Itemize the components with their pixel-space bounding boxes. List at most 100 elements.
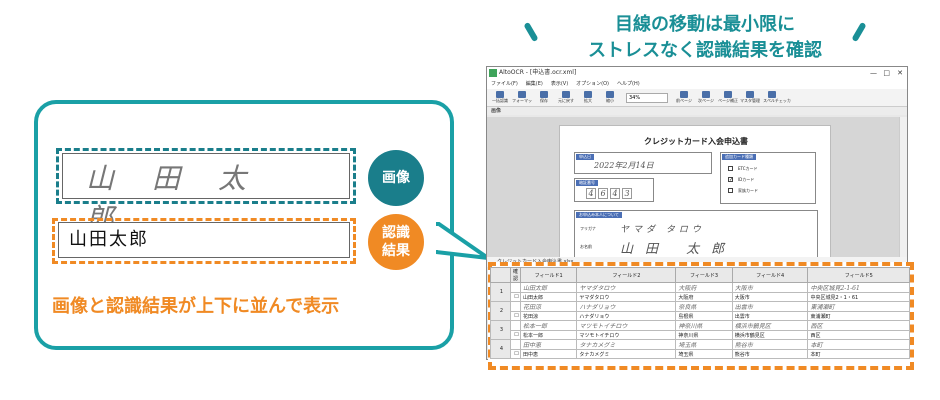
family-card-checkbox[interactable] <box>728 188 733 193</box>
grid-header-row: 確認 フィールド1 フィールド2 フィールド3 フィールド4 フィールド5 <box>490 267 910 283</box>
cell-image: 本町 <box>807 339 910 350</box>
cell-text[interactable]: 埼玉県 <box>675 349 733 359</box>
zoom-in-button[interactable]: 拡大 <box>578 90 598 106</box>
cell-text[interactable]: 松本一郎 <box>519 330 578 340</box>
menu-view[interactable]: 表示(V) <box>550 81 569 87</box>
row-index: 2 <box>490 301 511 321</box>
table-row: ☐ 山田太郎 ヤマダタロウ 大阪府 大阪市 中央区城見2・1・61 <box>491 292 910 302</box>
result-badge-line2: 結果 <box>382 243 410 259</box>
cell-text[interactable]: タナカメグミ <box>576 349 677 359</box>
cell-image: 埼玉県 <box>675 339 733 350</box>
row-checkbox[interactable]: ☐ <box>510 349 521 359</box>
name-label: お名前 <box>580 244 592 249</box>
cell-text[interactable]: 神奈川県 <box>675 330 733 340</box>
close-button[interactable]: ✕ <box>897 69 903 77</box>
date-box <box>574 152 712 174</box>
document-view: クレジットカード入会申込書 申込日 2022年2月14日 追加カード種類 ETC… <box>487 117 899 266</box>
cell-image: 東浦瀬町 <box>807 301 910 312</box>
cell-text[interactable]: 大阪市 <box>731 292 809 302</box>
pane-label: 画像 <box>487 107 907 115</box>
cell-image: 熊谷市 <box>731 339 809 350</box>
row-check-spacer <box>510 320 521 331</box>
id-card-label: IDカード <box>738 177 755 182</box>
cell-text[interactable]: 田中恵 <box>519 349 578 359</box>
pin-box <box>574 178 654 202</box>
cell-text[interactable]: 島根県 <box>675 311 733 321</box>
cell-text[interactable]: 花田涼 <box>519 311 578 321</box>
menu-help[interactable]: ヘルプ(H) <box>617 81 640 87</box>
pin-label: 暗証番号 <box>576 180 598 186</box>
table-row: 4 田中恵 タナカメグミ 埼玉県 熊谷市 本町 <box>490 339 910 359</box>
cell-text[interactable]: 山田太郎 <box>519 292 578 302</box>
zoom-select[interactable]: 34% <box>626 92 668 103</box>
undo-button[interactable]: 元に戻す <box>556 90 576 106</box>
spell-checker-button[interactable]: スペルチェッカー <box>762 90 792 125</box>
save-button[interactable]: 保存 <box>534 90 554 106</box>
cell-image: 奈良県 <box>675 301 733 312</box>
etc-card-checkbox[interactable] <box>728 166 733 171</box>
maximize-button[interactable]: □ <box>883 69 890 77</box>
cell-image: 出雲市 <box>731 301 809 312</box>
image-highlight-frame <box>56 148 356 204</box>
menu-edit[interactable]: 編集(E) <box>525 81 543 87</box>
format-button[interactable]: フォーマット <box>512 90 532 125</box>
menu-options[interactable]: オプション(O) <box>576 81 610 87</box>
grid-header-index <box>490 267 511 283</box>
cell-image: 大阪市 <box>731 282 809 293</box>
pin-digit-1: 4 <box>586 188 596 199</box>
handwritten-image <box>62 153 350 199</box>
slogan-line1: 目線の移動は最小限に <box>615 14 795 35</box>
grid-header-field4[interactable]: フィールド4 <box>731 267 809 283</box>
applicant-label: お申込み本人について <box>576 212 622 218</box>
next-page-button[interactable]: 次ページ <box>696 90 716 106</box>
cell-text[interactable]: マツモトイチロウ <box>576 330 677 340</box>
cell-image: マツモトイチロウ <box>576 320 677 331</box>
window-title: AltoOCR - [申込書.ocr.xml] <box>499 69 577 76</box>
form-page: クレジットカード入会申込書 申込日 2022年2月14日 追加カード種類 ETC… <box>559 125 831 266</box>
cell-text[interactable]: 東浦瀬町 <box>807 311 910 321</box>
table-row: 3 松本一郎 マツモトイチロウ 神奈川県 横浜市鶴見区 西区 <box>490 320 910 340</box>
pin-digit-4: 3 <box>622 188 632 199</box>
cell-image: 大阪府 <box>675 282 733 293</box>
table-row: 1 山田太郎 ヤマダタロウ 大阪府 大阪市 中央区城見2-1-61 <box>490 282 910 302</box>
row-checkbox[interactable]: ☐ <box>510 330 521 340</box>
cell-image: 花田涼 <box>519 301 578 312</box>
cell-text[interactable]: 中央区城見2・1・61 <box>807 292 910 302</box>
row-index: 4 <box>490 339 511 359</box>
zoom-out-button[interactable]: 縮小 <box>600 90 620 106</box>
grid-header-field3[interactable]: フィールド3 <box>675 267 733 283</box>
cell-text[interactable]: ハナダリョウ <box>576 311 677 321</box>
cell-text[interactable]: 出雲市 <box>731 311 809 321</box>
cell-text[interactable]: 横浜市鶴見区 <box>731 330 809 340</box>
cell-image: 田中恵 <box>519 339 578 350</box>
grid-header-check[interactable]: 確認 <box>510 267 521 283</box>
prev-page-button[interactable]: 前ページ <box>674 90 694 106</box>
vertical-scrollbar[interactable] <box>899 117 907 257</box>
result-grid: 確認 フィールド1 フィールド2 フィールド3 フィールド4 フィールド5 1 … <box>490 267 910 359</box>
handwritten-sample-text: 山田太郎 <box>86 162 285 235</box>
cell-image: タナカメグミ <box>576 339 677 350</box>
master-button[interactable]: マスタ管理 <box>740 90 760 106</box>
pin-digit-2: 6 <box>598 188 608 199</box>
name-value: 山田 太郎 <box>620 242 737 257</box>
grid-header-field2[interactable]: フィールド2 <box>576 267 677 283</box>
row-checkbox[interactable]: ☐ <box>510 292 521 302</box>
row-index: 3 <box>490 320 511 340</box>
cell-text[interactable]: 大阪府 <box>675 292 733 302</box>
grid-header-field1[interactable]: フィールド1 <box>519 267 578 283</box>
minimize-button[interactable]: — <box>870 69 877 77</box>
id-card-checkbox[interactable]: ✓ <box>728 177 734 183</box>
cell-text[interactable]: ヤマダタロウ <box>576 292 677 302</box>
cell-text[interactable]: 西区 <box>807 330 910 340</box>
row-checkbox[interactable]: ☐ <box>510 311 521 321</box>
cell-text[interactable]: 熊谷市 <box>731 349 809 359</box>
batch-recognize-button[interactable]: 一括認識 <box>490 90 510 106</box>
grid-header-field5[interactable]: フィールド5 <box>807 267 910 283</box>
title-bar: AltoOCR - [申込書.ocr.xml] — □ ✕ <box>487 67 907 79</box>
cell-image: ヤマダタロウ <box>576 282 677 293</box>
cell-text[interactable]: 本町 <box>807 349 910 359</box>
menu-file[interactable]: ファイル(F) <box>491 81 518 87</box>
card-type-box <box>720 152 816 204</box>
image-badge: 画像 <box>368 150 424 206</box>
page-correct-button[interactable]: ページ補正 <box>718 90 738 106</box>
